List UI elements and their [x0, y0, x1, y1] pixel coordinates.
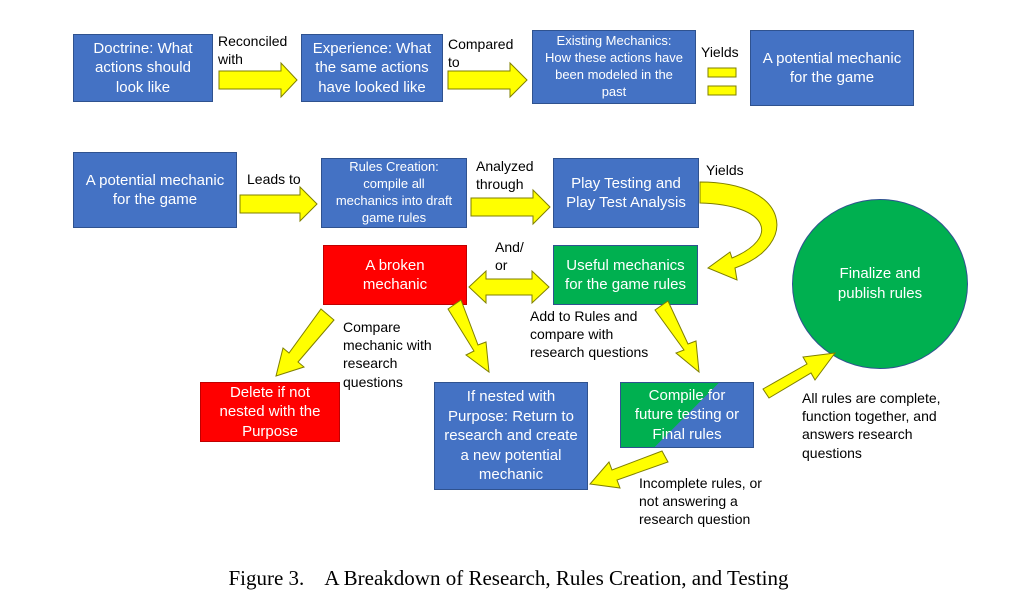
equals-bottom-bar — [707, 85, 737, 96]
arrow-broken-useful-double — [468, 269, 550, 305]
arrow-doctrine-to-experience — [218, 61, 298, 99]
broken-mechanic-box: A broken mechanic — [323, 245, 467, 305]
label-compared-to: Compared to — [448, 36, 514, 71]
arrow-experience-to-existing — [447, 61, 528, 99]
arrow-potential-to-rules — [239, 185, 318, 223]
finalize-circle: Finalize and publish rules — [792, 199, 968, 369]
label-reconciled-with: Reconciled with — [218, 33, 288, 68]
figure-number: Figure 3. — [228, 566, 305, 590]
compile-box: Compile for future testing or Final rule… — [620, 382, 754, 448]
delete-text: Delete if not nested with the Purpose — [219, 383, 321, 440]
useful-mechanics-box: Useful mechanics for the game rules — [553, 245, 698, 305]
play-testing-text: Play Testing and Play Test Analysis — [566, 174, 686, 212]
label-yields-top: Yields — [701, 44, 739, 60]
potential-mechanic-left-text: A potential mechanic for the game — [85, 171, 225, 209]
equals-top-bar — [707, 67, 737, 78]
finalize-text: Finalize and publish rules — [837, 264, 923, 302]
broken-mechanic-text: A broken mechanic — [362, 256, 428, 294]
potential-mechanic-top-text: A potential mechanic for the game — [762, 49, 902, 87]
label-analyzed-through: Analyzed through — [476, 158, 534, 193]
arrow-compile-to-nested — [589, 450, 669, 489]
nested-purpose-box: If nested with Purpose: Return to resear… — [434, 382, 588, 490]
label-all-rules-complete: All rules are complete, function togethe… — [802, 390, 941, 461]
arrow-rules-to-playtesting — [470, 188, 551, 226]
arrow-broken-to-nested — [447, 299, 490, 374]
label-yields-mid: Yields — [706, 162, 744, 178]
doctrine-text: Doctrine: What actions should look like — [93, 39, 193, 96]
play-testing-box: Play Testing and Play Test Analysis — [553, 158, 699, 228]
arrow-useful-to-compile — [654, 300, 700, 374]
potential-mechanic-top-box: A potential mechanic for the game — [750, 30, 914, 106]
doctrine-box: Doctrine: What actions should look like — [73, 34, 213, 102]
figure-title: A Breakdown of Research, Rules Creation,… — [324, 566, 789, 590]
nested-purpose-text: If nested with Purpose: Return to resear… — [444, 388, 578, 484]
existing-mechanics-box: Existing Mechanics: How these actions ha… — [532, 30, 696, 104]
useful-mechanics-text: Useful mechanics for the game rules — [565, 256, 686, 294]
label-and-or: And/ or — [495, 239, 524, 274]
label-compare-mechanic: Compare mechanic with research questions — [343, 319, 432, 390]
arrow-broken-to-delete — [275, 308, 335, 377]
label-leads-to: Leads to — [247, 171, 301, 187]
label-add-to-rules: Add to Rules and compare with research q… — [530, 308, 649, 361]
rules-creation-box: Rules Creation: compile all mechanics in… — [321, 158, 467, 228]
potential-mechanic-left-box: A potential mechanic for the game — [73, 152, 237, 228]
compile-text: Compile for future testing or Final rule… — [634, 386, 740, 443]
experience-text: Experience: What the same actions have l… — [312, 39, 432, 96]
arrow-yields-curve — [699, 181, 778, 281]
experience-box: Experience: What the same actions have l… — [301, 34, 443, 102]
existing-mechanics-text: Existing Mechanics: How these actions ha… — [544, 33, 684, 99]
rules-creation-text: Rules Creation: compile all mechanics in… — [335, 159, 453, 225]
arrow-compile-to-finalize — [762, 352, 837, 399]
figure-caption: Figure 3. A Breakdown of Research, Rules… — [0, 566, 1017, 591]
label-incomplete-rules: Incomplete rules, or not answering a res… — [639, 475, 762, 528]
delete-box: Delete if not nested with the Purpose — [200, 382, 340, 442]
